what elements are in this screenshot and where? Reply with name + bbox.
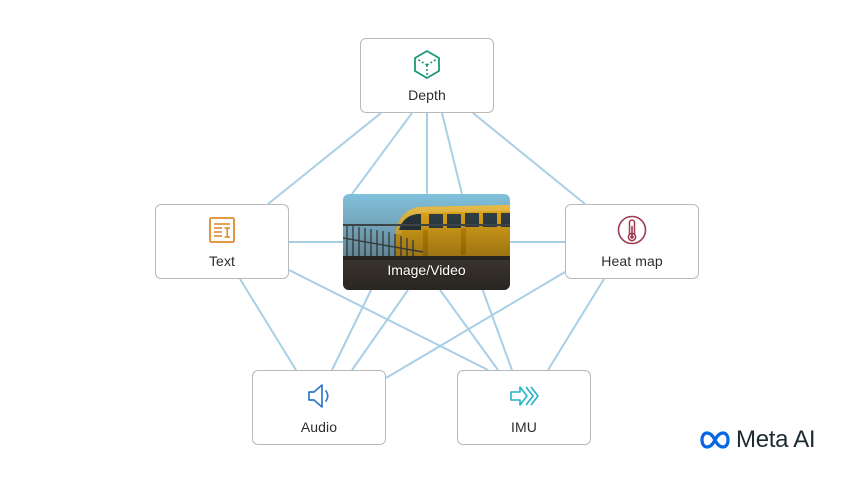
edge-imu-audio [439,289,499,371]
edge-depth-audio [351,112,413,195]
text-node: Text [155,204,289,279]
meta-ai-wordmark: Meta AI [736,426,816,453]
depth-node: Depth [360,38,494,113]
audio-node: Audio [252,370,386,445]
audio-label: Audio [300,419,338,435]
train-photo [343,194,510,290]
speaker-icon [308,384,329,408]
heatmap-node: Heat map [565,204,699,279]
edge-heatmap-imu [547,278,605,371]
meta-infinity-icon [700,431,730,449]
edge-text-audio [239,278,297,371]
edge-heatmap-audio [385,271,566,379]
imu-label: IMU [511,419,537,435]
imu-node: IMU [457,370,591,445]
edge-text-imu [288,269,489,371]
text-label: Text [208,253,236,269]
cube-icon [414,50,440,79]
edge-center-imu [481,287,513,371]
edge-depth-heatmap [472,112,586,205]
edge-audio-imu [351,289,409,371]
image-video-node: Image/Video [343,194,510,290]
image-video-label: Image/Video [387,262,466,278]
edge-depth-text [267,112,382,205]
edge-depth-imu [441,112,463,195]
thermometer-icon [617,215,647,245]
depth-label: Depth [408,87,446,103]
edge-center-audio [331,287,373,371]
arrows-icon [510,386,539,406]
text-doc-icon [209,217,235,243]
heatmap-label: Heat map [601,253,663,269]
meta-ai-logo: Meta AI [700,425,816,455]
